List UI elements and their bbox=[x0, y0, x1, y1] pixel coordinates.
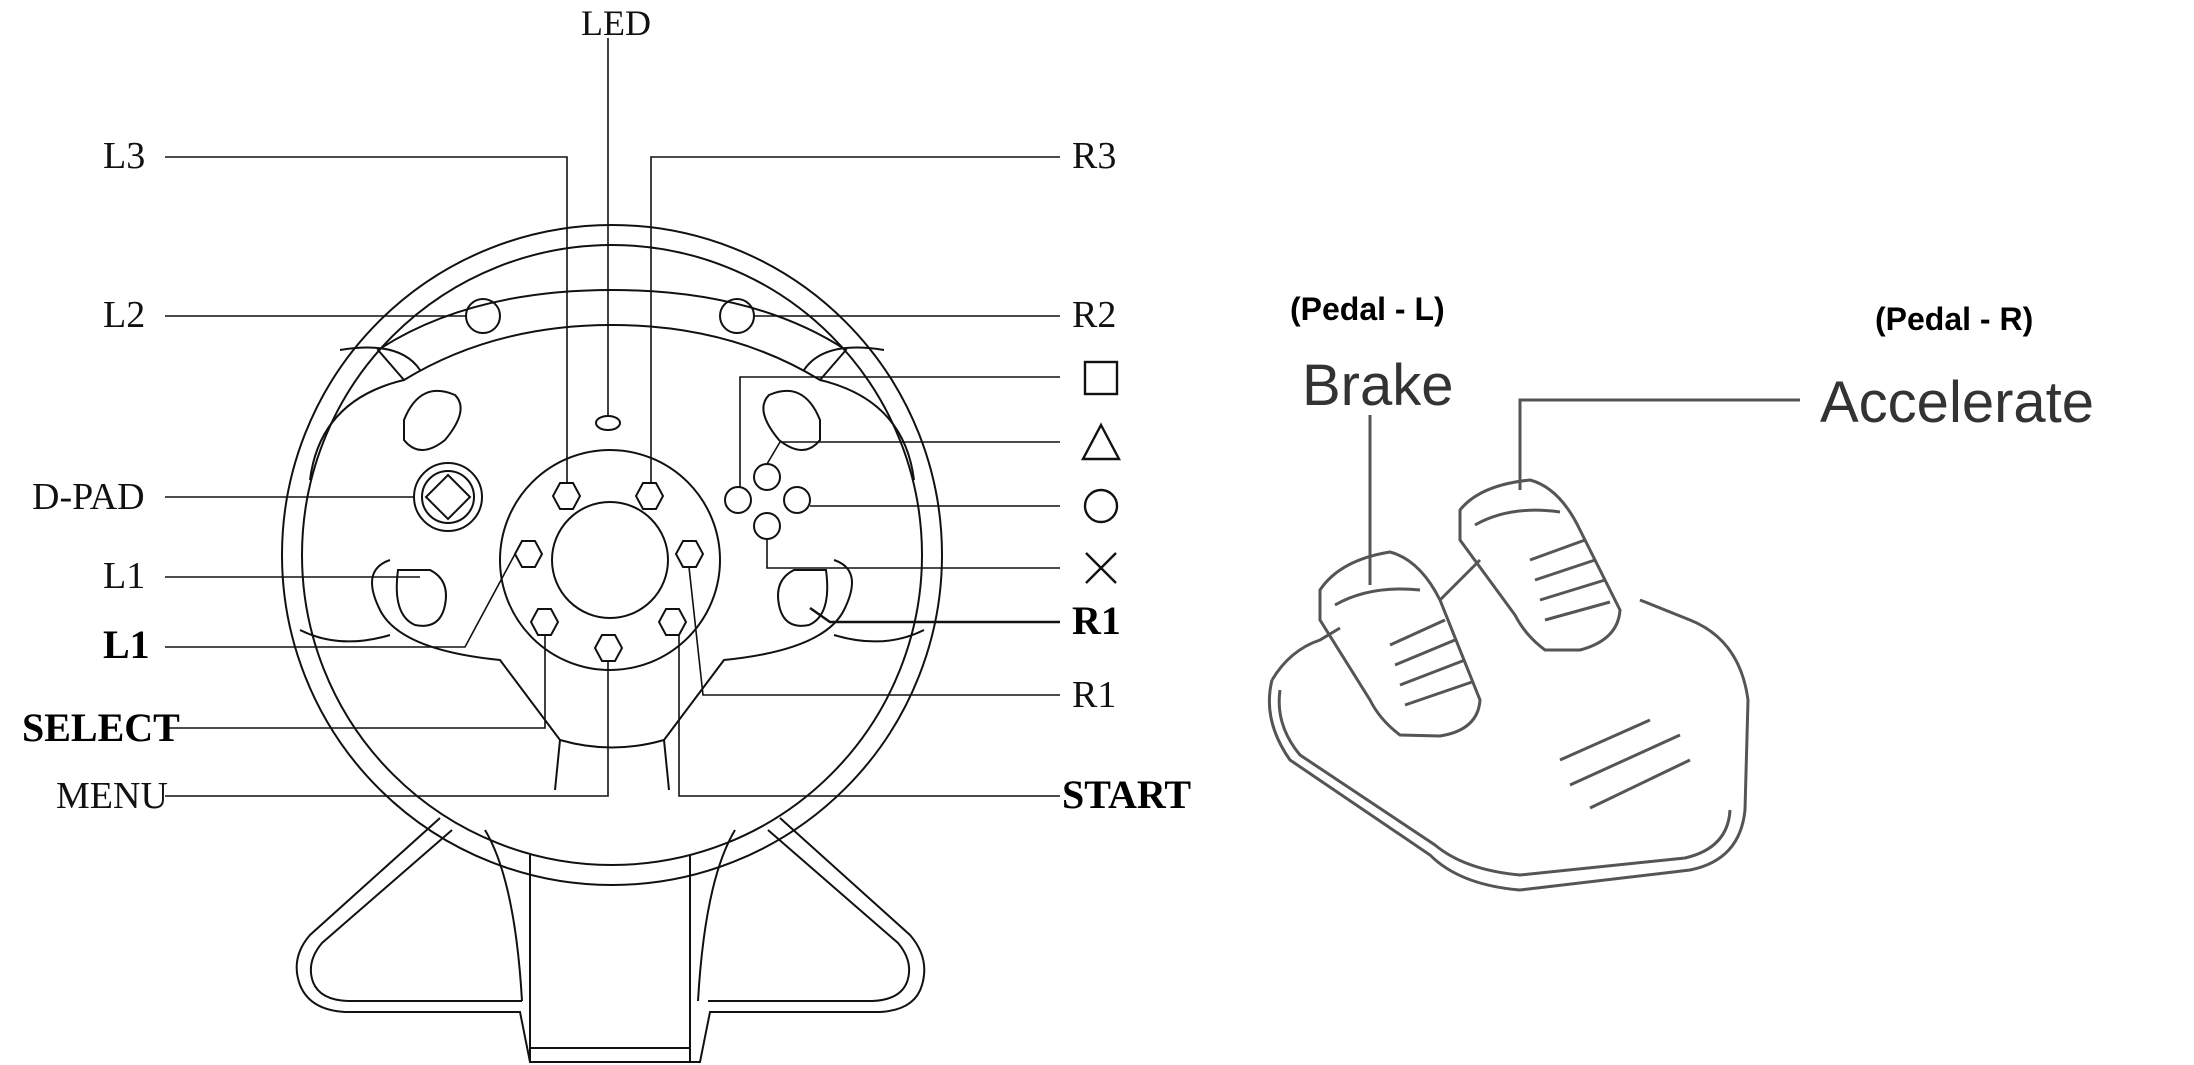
top-spoke bbox=[376, 288, 848, 382]
label-dpad: D-PAD bbox=[32, 476, 145, 518]
r1-hub-button bbox=[674, 540, 705, 568]
menu-button bbox=[593, 634, 624, 662]
right-lower-paddle bbox=[777, 569, 829, 627]
circle-face-button bbox=[783, 486, 811, 514]
left-grip-arc bbox=[339, 346, 421, 371]
label-r1-bottom: R1 bbox=[1072, 674, 1116, 716]
cross-face-button bbox=[753, 512, 781, 540]
accelerate-label: Accelerate bbox=[1820, 370, 2094, 435]
wheel-inner-rim bbox=[301, 244, 923, 866]
triangle-face-button bbox=[753, 463, 781, 491]
pedal-left-caption: (Pedal - L) bbox=[1290, 291, 1445, 327]
right-spoke-upper bbox=[819, 379, 915, 481]
left-lower-grip bbox=[299, 629, 391, 643]
square-symbol-icon bbox=[1083, 360, 1119, 396]
steering-wheel bbox=[281, 224, 943, 1063]
label-start: START bbox=[1062, 772, 1191, 817]
start-button bbox=[657, 608, 688, 636]
led-indicator bbox=[595, 415, 621, 431]
label-l1-bottom: L1 bbox=[103, 622, 150, 667]
l3-button bbox=[551, 482, 582, 510]
leader-lines bbox=[165, 38, 1060, 797]
r3-button bbox=[634, 482, 665, 510]
label-l3: L3 bbox=[103, 135, 145, 177]
label-menu: MENU bbox=[56, 775, 168, 817]
pedal-base bbox=[1267, 598, 1750, 892]
left-spoke-upper bbox=[309, 379, 405, 481]
wheel-outer-rim bbox=[281, 224, 943, 886]
brake-pedal bbox=[1318, 550, 1482, 738]
accelerator-pedal bbox=[1458, 478, 1622, 652]
right-grip-arc bbox=[803, 346, 885, 371]
l1-hub-button bbox=[513, 540, 544, 568]
dpad bbox=[413, 462, 483, 532]
pedal-unit bbox=[1267, 478, 1750, 892]
lower-spoke bbox=[371, 559, 853, 749]
label-l1-top: L1 bbox=[103, 555, 145, 597]
right-lower-grip bbox=[833, 629, 925, 643]
wheel-hub-center bbox=[551, 501, 669, 619]
label-r3: R3 bbox=[1072, 135, 1116, 177]
label-l2: L2 bbox=[103, 294, 145, 336]
spoke-left-stem bbox=[554, 739, 561, 791]
cross-symbol-icon bbox=[1085, 552, 1117, 584]
left-lower-paddle bbox=[395, 569, 447, 627]
right-upper-paddle bbox=[762, 390, 821, 451]
spoke-right-stem bbox=[663, 739, 670, 791]
wheel-stand bbox=[295, 817, 926, 1063]
triangle-symbol-icon bbox=[1081, 422, 1121, 461]
left-upper-paddle bbox=[403, 390, 462, 451]
label-r2: R2 bbox=[1072, 294, 1116, 336]
label-led: LED bbox=[581, 3, 651, 43]
square-face-button bbox=[724, 486, 752, 514]
label-select: SELECT bbox=[22, 705, 180, 750]
pedal-right-caption: (Pedal - R) bbox=[1875, 301, 2033, 337]
accelerate-leader-line bbox=[1518, 398, 1800, 490]
brake-label: Brake bbox=[1302, 353, 1454, 418]
wheel-hub-ring bbox=[499, 449, 721, 671]
select-button bbox=[529, 608, 560, 636]
circle-symbol-icon bbox=[1083, 488, 1119, 524]
label-r1-top: R1 bbox=[1072, 598, 1121, 643]
